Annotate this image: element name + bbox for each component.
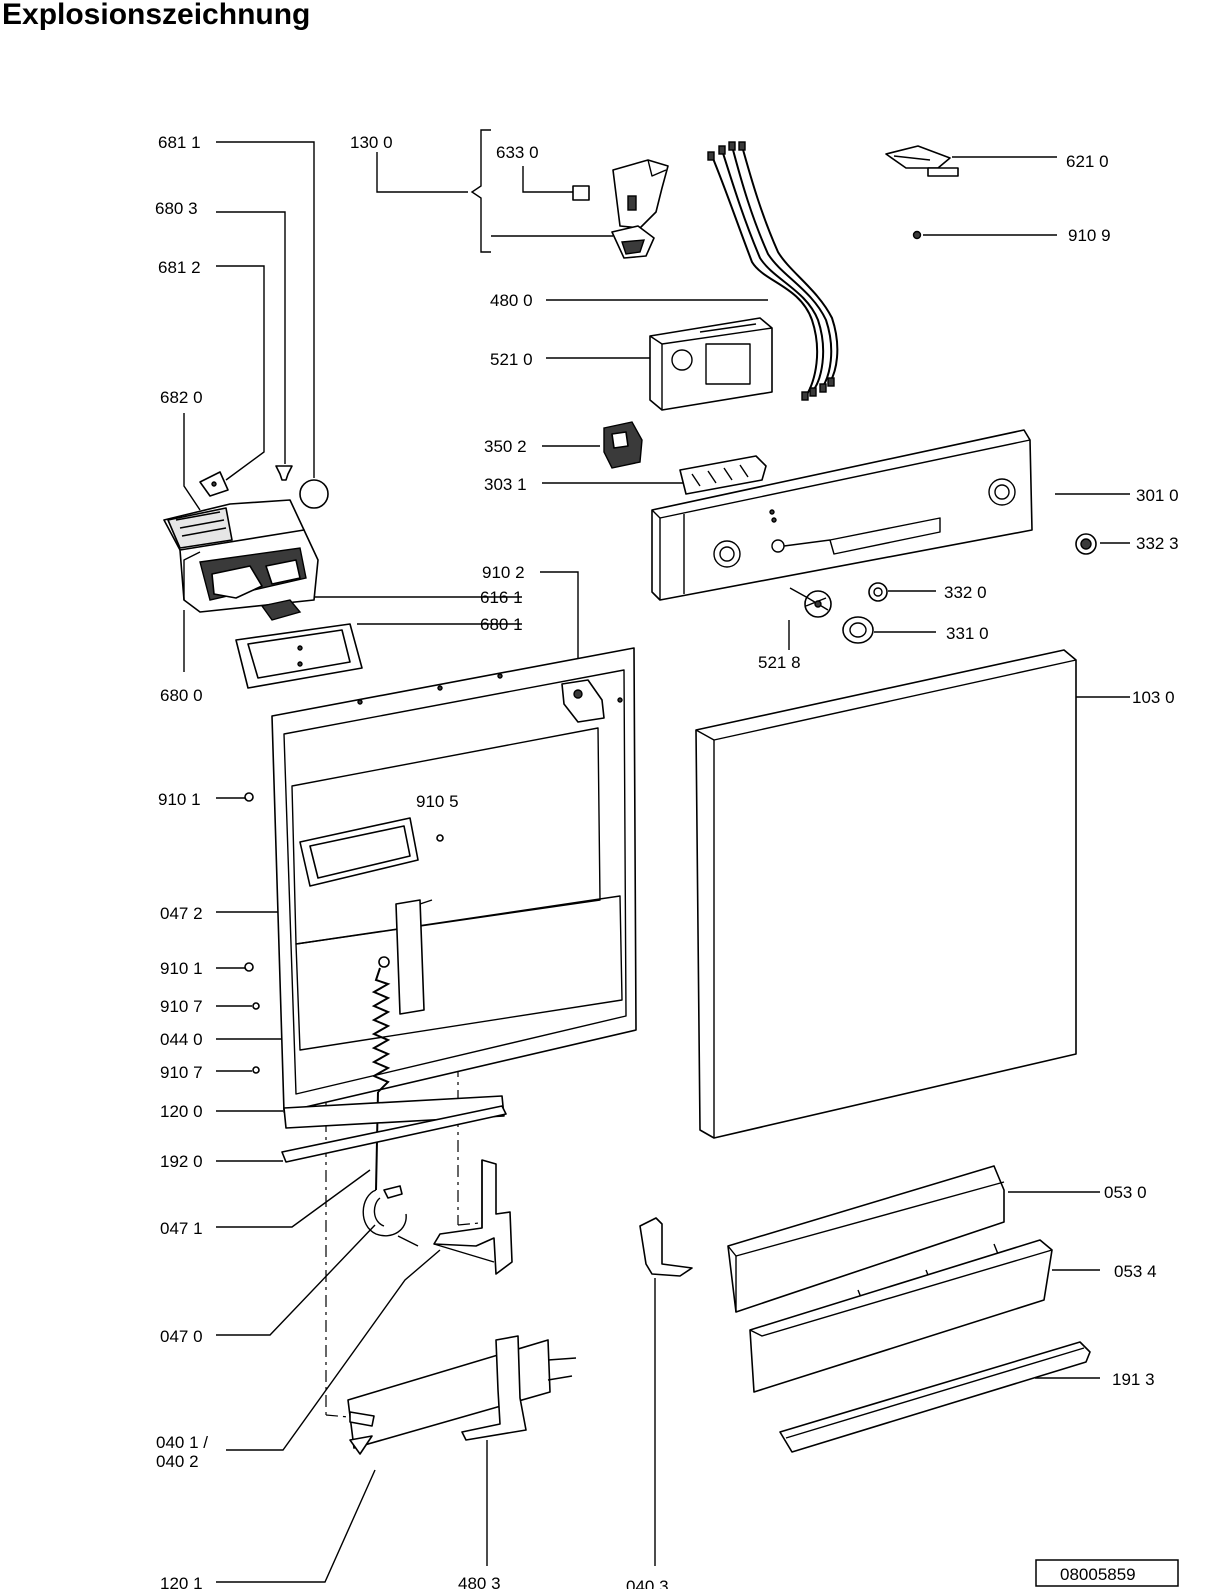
label-910-7-bottom: 910 7 (160, 1063, 203, 1082)
label-681-1: 681 1 (158, 133, 201, 152)
keyset-303-1 (679, 455, 767, 495)
label-682-0: 682 0 (160, 388, 203, 407)
label-047-1: 047 1 (160, 1219, 203, 1238)
detergent-dispenser (163, 499, 319, 613)
bracket-040-3 (639, 1217, 693, 1277)
label-910-1-top: 910 1 (158, 790, 201, 809)
label-331-0: 331 0 (946, 624, 989, 643)
screw-910-9 (912, 230, 922, 240)
label-681-2: 681 2 (158, 258, 201, 277)
label-332-0: 332 0 (944, 583, 987, 602)
label-680-1: 680 1 (480, 615, 523, 634)
label-680-0: 680 0 (160, 686, 203, 705)
control-panel (651, 429, 1033, 601)
hinge-bracket (433, 1159, 513, 1275)
hinge-hook (362, 1185, 419, 1247)
label-480-3: 480 3 (458, 1574, 501, 1589)
control-board (649, 317, 773, 411)
label-621-0: 621 0 (1066, 152, 1109, 171)
part-labels: 681 1 130 0 633 0 621 0 680 3 910 9 681 … (155, 133, 1179, 1589)
potentiometer-521-8 (789, 587, 832, 618)
bottom-rail-120-0 (283, 1095, 505, 1129)
label-303-1: 303 1 (484, 475, 527, 494)
label-120-1: 120 1 (160, 1574, 203, 1589)
switch-350-2 (603, 421, 643, 469)
label-910-2: 910 2 (482, 563, 525, 582)
outer-door-panel (695, 649, 1077, 1139)
screws (244, 792, 444, 1074)
dispenser-small-parts (199, 465, 329, 509)
label-191-3: 191 3 (1112, 1370, 1155, 1389)
label-521-0: 521 0 (490, 350, 533, 369)
label-040-3: 040 3 (626, 1577, 669, 1589)
label-130-0: 130 0 (350, 133, 393, 152)
label-047-0: 047 0 (160, 1327, 203, 1346)
label-053-0: 053 0 (1104, 1183, 1147, 1202)
document-number: 08005859 (1060, 1565, 1136, 1584)
knob-332-3 (1075, 533, 1097, 555)
label-910-5: 910 5 (416, 792, 459, 811)
label-910-1-bottom: 910 1 (160, 959, 203, 978)
dispenser-gasket (235, 623, 363, 689)
label-120-0: 120 0 (160, 1102, 203, 1121)
label-103-0: 103 0 (1132, 688, 1175, 707)
part-616-1 (260, 599, 302, 621)
wire-harness (707, 141, 839, 401)
label-910-7-top: 910 7 (160, 997, 203, 1016)
label-616-1: 616 1 (480, 588, 523, 607)
label-053-4: 053 4 (1114, 1262, 1157, 1281)
label-633-0: 633 0 (496, 143, 539, 162)
strip-191-3 (779, 1341, 1091, 1453)
label-192-0: 192 0 (160, 1152, 203, 1171)
plinth-cover-053-4 (749, 1239, 1053, 1393)
label-044-0: 044 0 (160, 1030, 203, 1049)
knob-332-0 (868, 582, 888, 602)
label-480-0: 480 0 (490, 291, 533, 310)
page-title: Explosionszeichnung (2, 0, 311, 31)
document-number-box: 08005859 (1035, 1559, 1179, 1587)
door-lock-assembly (572, 159, 669, 259)
inner-door-panel (271, 647, 637, 1113)
label-350-2: 350 2 (484, 437, 527, 456)
label-301-0: 301 0 (1136, 486, 1179, 505)
leader-lines (183, 129, 1130, 1583)
ring-331-0 (842, 616, 874, 644)
label-521-8: 521 8 (758, 653, 801, 672)
label-040-2: 040 2 (156, 1452, 199, 1471)
bracket-480-3 (461, 1335, 527, 1441)
label-680-3: 680 3 (155, 199, 198, 218)
label-910-9: 910 9 (1068, 226, 1111, 245)
base-rail-120-1 (347, 1339, 577, 1455)
strip-192-0 (281, 1105, 507, 1163)
label-047-2: 047 2 (160, 904, 203, 923)
module-621-0 (885, 145, 959, 177)
label-332-3: 332 3 (1136, 534, 1179, 553)
label-040-1: 040 1 / (156, 1433, 208, 1452)
